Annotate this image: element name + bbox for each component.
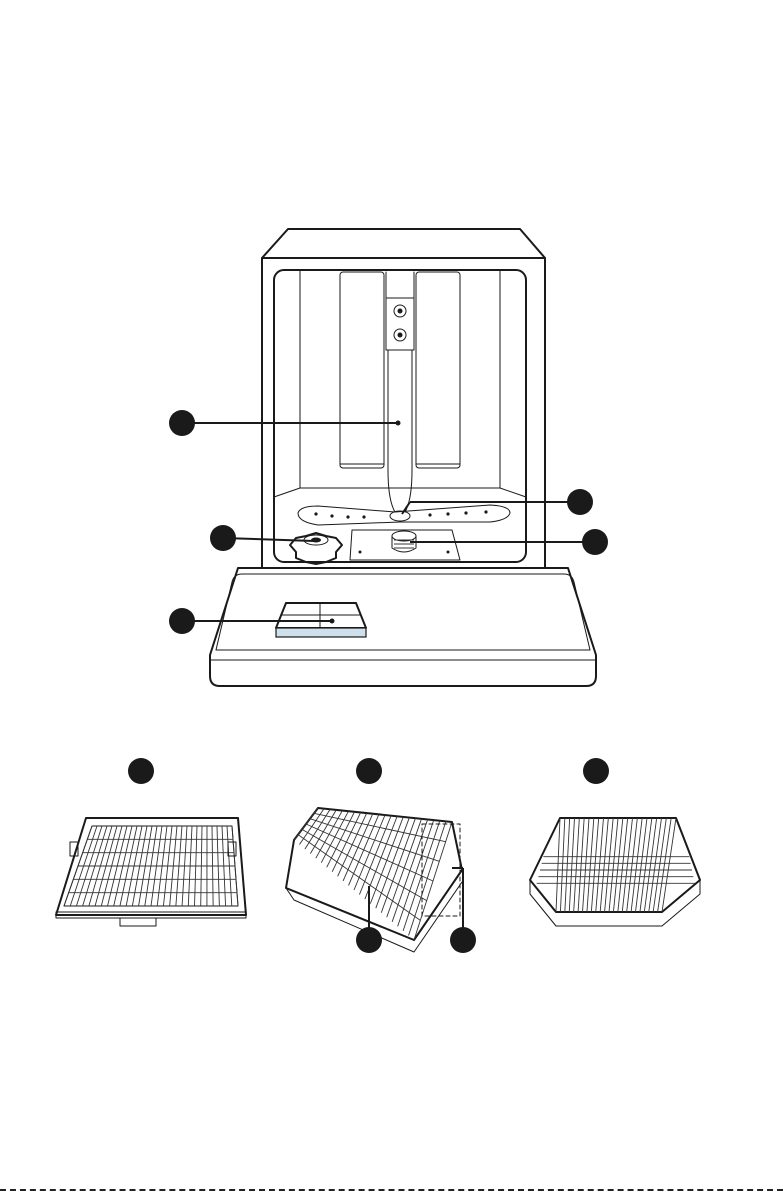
lower-basket-wire bbox=[600, 818, 608, 912]
upper-spray-arm-tube bbox=[386, 272, 414, 512]
filter-assembly bbox=[350, 530, 460, 560]
callout-marker-detergent-dispenser bbox=[169, 608, 195, 634]
page-bottom-border bbox=[0, 1189, 783, 1191]
back-wall-panel-left bbox=[340, 272, 384, 468]
callout-marker-cup-shelf bbox=[356, 927, 382, 953]
callout-marker-cutlery-tray bbox=[128, 758, 154, 784]
salt-container-cap bbox=[290, 533, 342, 564]
callout-marker-lower-basket bbox=[583, 758, 609, 784]
dishwasher-top bbox=[262, 229, 545, 258]
lower-spray-arm bbox=[298, 505, 510, 525]
dishwasher-illustration bbox=[210, 229, 596, 686]
callout-marker-filter-assembly bbox=[582, 529, 608, 555]
basket-wire bbox=[314, 813, 446, 841]
back-wall-panel-right bbox=[416, 272, 460, 468]
lower-basket-wire bbox=[627, 818, 638, 912]
callout-marker-upper-basket bbox=[356, 758, 382, 784]
callout-marker-basket-adjuster bbox=[450, 927, 476, 953]
lower-basket-wire bbox=[596, 818, 604, 912]
lower-basket-wire bbox=[622, 818, 632, 912]
callout-marker-salt-container-cap bbox=[210, 525, 236, 551]
lower-basket-wire bbox=[613, 818, 622, 912]
lower-basket-wire bbox=[560, 818, 564, 912]
lower-basket-wire bbox=[618, 818, 628, 912]
lower-basket bbox=[530, 758, 700, 926]
callout-marker-lower-spray-arm bbox=[567, 489, 593, 515]
upper-basket bbox=[286, 758, 476, 953]
lower-basket-wire bbox=[556, 818, 560, 912]
lower-basket-wire bbox=[574, 818, 580, 912]
lower-basket-wire bbox=[605, 818, 614, 912]
lower-basket-wire bbox=[631, 818, 642, 912]
open-door bbox=[210, 568, 596, 686]
cutlery-tray bbox=[56, 758, 246, 926]
lower-basket-wire bbox=[636, 818, 648, 912]
lower-basket-wire bbox=[609, 818, 618, 912]
lower-basket-wire bbox=[565, 818, 570, 912]
inner-tub bbox=[274, 270, 526, 562]
lower-basket-wire bbox=[569, 818, 574, 912]
callout-marker-upper-spray-arm-tube bbox=[169, 410, 195, 436]
